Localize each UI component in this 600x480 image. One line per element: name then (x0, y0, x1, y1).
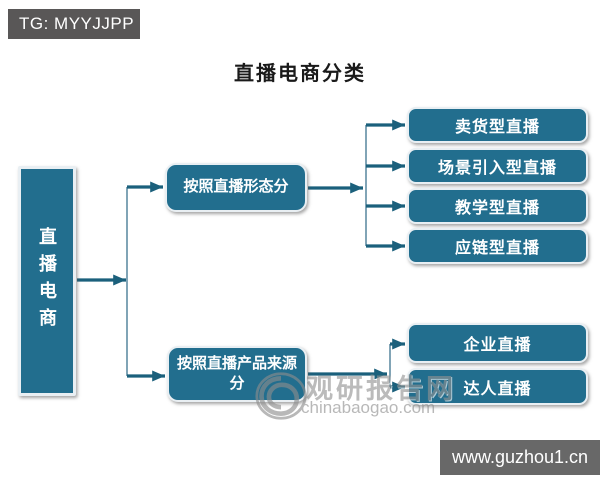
watermark-site-name: 观研报告网 (306, 374, 456, 404)
watermark-site-domain: chinabaogao.com (301, 398, 436, 417)
leaf-node-supply-chain-live: 应链型直播 (407, 228, 588, 264)
watermark-tag-text: TG: MYYJJPP (19, 14, 135, 33)
watermark-tag-badge: TG: MYYJJPP (8, 9, 140, 39)
root-node-live-ecommerce: 直播电商 (18, 166, 76, 396)
footer-url-text: www.guzhou1.cn (451, 447, 589, 467)
swirl-globe-icon (255, 372, 307, 420)
leaf-node-scene-intro-live: 场景引入型直播 (407, 148, 588, 184)
leaf-node-teaching-live: 教学型直播 (407, 188, 588, 224)
diagram-title: 直播电商分类 (234, 63, 366, 85)
footer-url-bar: www.guzhou1.cn (440, 440, 600, 475)
leaf-node-selling-live: 卖货型直播 (407, 107, 588, 143)
leaf-node-enterprise-live: 企业直播 (407, 323, 588, 363)
leaf-node-influencer-live: 达人直播 (407, 368, 588, 405)
branch-node-by-live-format: 按照直播形态分 (165, 163, 307, 212)
site-watermark: 观研报告网 chinabaogao.com (252, 366, 472, 426)
